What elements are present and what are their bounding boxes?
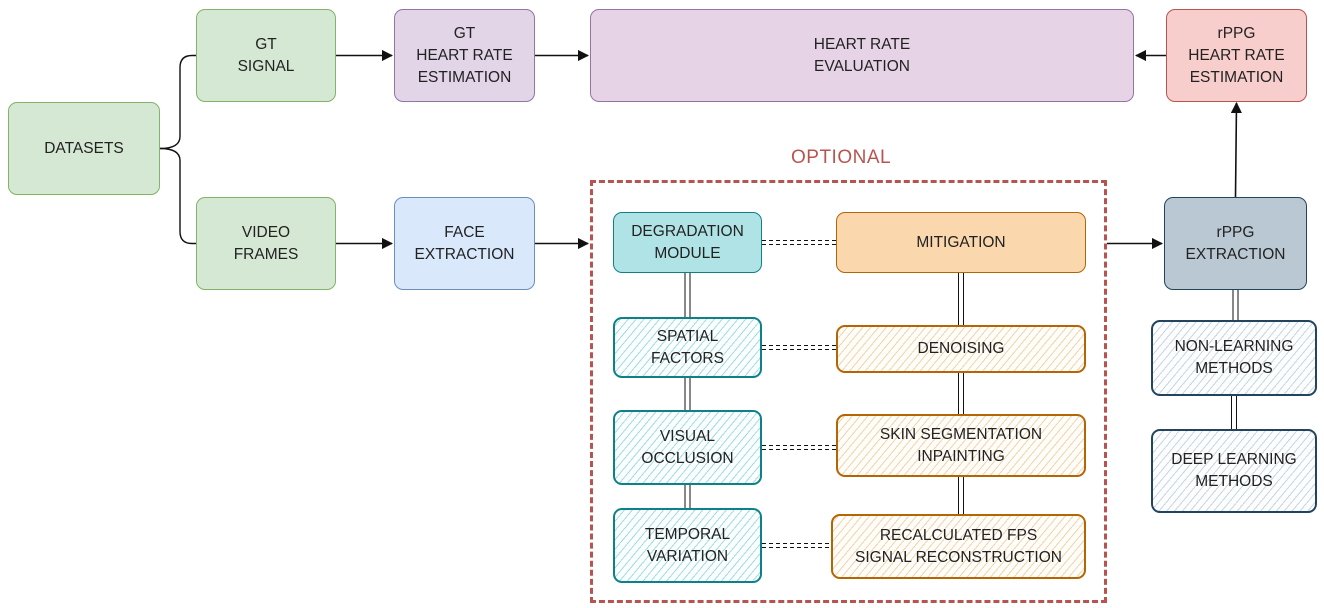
node-text-line: ESTIMATION [1189,68,1284,86]
node-gt-heart-rate-estimation[interactable]: GT HEART RATE ESTIMATION [394,9,535,102]
node-text-line: DENOISING [917,340,1005,357]
node-text-line: SKIN SEGMENTATION [879,425,1043,443]
node-text-line: MITIGATION [916,233,1006,251]
node-text-line: METHODS [1195,473,1273,490]
node-text-line: DEGRADATION [631,222,744,240]
node-temporal-variation[interactable]: TEMPORAL VARIATION [613,508,762,583]
node-text-line: OCCLUSION [641,449,734,467]
node-denoising[interactable]: DENOISING [836,325,1086,373]
node-rppg-extraction[interactable]: rPPG EXTRACTION [1164,197,1307,290]
node-text-line: DATASETS [44,139,124,157]
node-gt-signal[interactable]: GT SIGNAL [196,9,336,102]
node-text-line: FRAMES [233,245,299,263]
node-text-line: MODULE [654,244,721,262]
node-text-line: HEART RATE [1188,46,1285,64]
optional-region [590,180,1107,603]
node-text-line: SPATIAL [656,327,719,345]
node-mitigation[interactable]: MITIGATION [836,212,1086,273]
node-text-line: NON-LEARNING [1174,338,1294,355]
node-non-learning-methods[interactable]: NON-LEARNING METHODS [1151,320,1317,396]
node-text-line: ESTIMATION [417,68,512,86]
node-datasets[interactable]: DATASETS [8,102,160,195]
node-text-line: EVALUATION [814,57,910,75]
node-video-frames[interactable]: VIDEO FRAMES [196,197,336,290]
node-text-line: SIGNAL [237,57,295,75]
node-text-line: HEART RATE [416,46,513,64]
node-text-line: HEART RATE [813,35,911,53]
node-text-line: GT [255,35,277,53]
node-text-line: DEEP LEARNING [1171,451,1297,468]
node-face-extraction[interactable]: FACE EXTRACTION [394,197,535,290]
arrow-connector [1230,101,1242,198]
node-text-line: GT [453,24,476,42]
node-text-line: VISUAL [659,427,716,445]
node-recalculated-fps-signal-reconstruction[interactable]: RECALCULATED FPS SIGNAL RECONSTRUCTION [831,514,1086,579]
node-rppg-heart-rate-estimation[interactable]: rPPG HEART RATE ESTIMATION [1166,9,1307,102]
brace-connector [159,147,196,245]
node-text-line: FACTORS [651,349,724,367]
node-text-line: rPPG [1216,223,1255,241]
node-spatial-factors[interactable]: SPATIAL FACTORS [613,317,762,378]
node-text-line: FACE [444,223,485,241]
node-heart-rate-evaluation[interactable]: HEART RATE EVALUATION [590,9,1134,102]
node-skin-segmentation-inpainting[interactable]: SKIN SEGMENTATION INPAINTING [836,414,1086,477]
node-text-line: SIGNAL RECONSTRUCTION [855,548,1062,566]
node-text-line: TEMPORAL [644,525,731,543]
optional-label: OPTIONAL [791,147,892,168]
node-text-line: RECALCULATED FPS [879,526,1038,544]
node-text-line: rPPG [1217,24,1256,42]
node-text-line: VIDEO [241,223,291,241]
brace-connector [159,54,196,150]
node-text-line: METHODS [1195,360,1273,377]
node-text-line: VARIATION [646,547,729,565]
node-deep-learning-methods[interactable]: DEEP LEARNING METHODS [1151,429,1317,513]
node-text-line: INPAINTING [917,447,1005,465]
node-text-line: EXTRACTION [1185,245,1286,263]
node-degradation-module[interactable]: DEGRADATION MODULE [613,212,762,273]
node-visual-occlusion[interactable]: VISUAL OCCLUSION [613,410,762,485]
node-text-line: EXTRACTION [414,245,515,263]
